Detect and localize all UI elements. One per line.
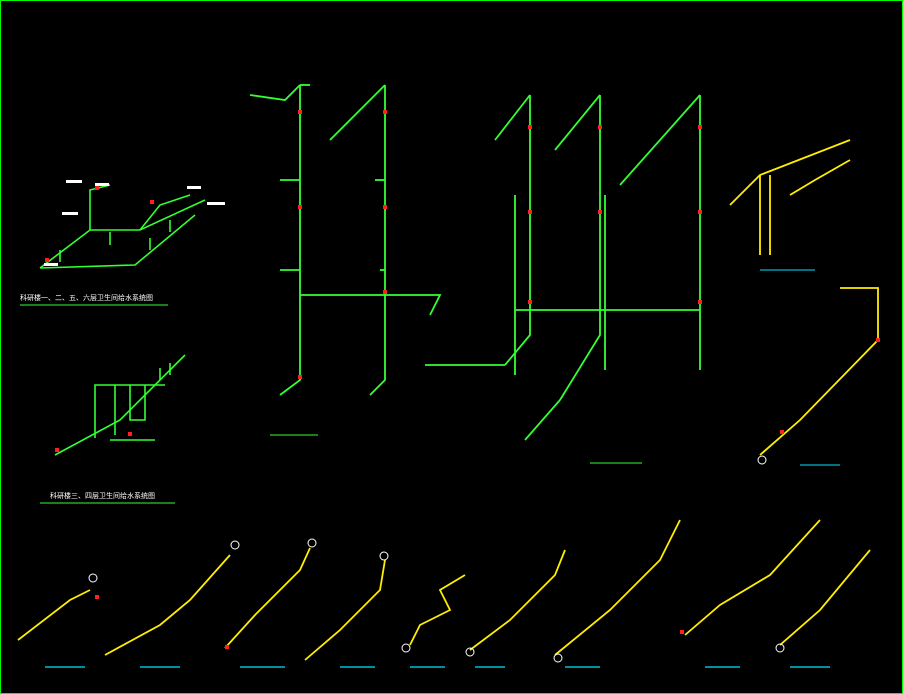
system-left-upper — [20, 184, 206, 306]
valve-markers-central — [298, 110, 387, 379]
caption-system-b: 科研楼三、四层卫生间给水系统图 — [50, 491, 155, 500]
bottom-row-valves — [95, 595, 684, 649]
drain-symbol — [757, 455, 767, 465]
valve-markers-right-center — [528, 125, 702, 304]
system-right-center — [425, 94, 701, 464]
system-far-right — [729, 139, 879, 466]
valve-markers-far-right — [780, 338, 880, 434]
bottom-row-drain-symbols — [88, 538, 785, 663]
system-left-lower — [40, 354, 186, 504]
valve-markers-left-upper — [45, 186, 154, 262]
labels-left-upper — [44, 180, 225, 266]
caption-system-a: 科研楼一、二、五、六层卫生间给水系统图 — [20, 293, 153, 302]
bottom-row-systems — [17, 519, 871, 661]
valve-markers-left-lower — [55, 432, 132, 452]
system-central-risers — [249, 84, 442, 436]
